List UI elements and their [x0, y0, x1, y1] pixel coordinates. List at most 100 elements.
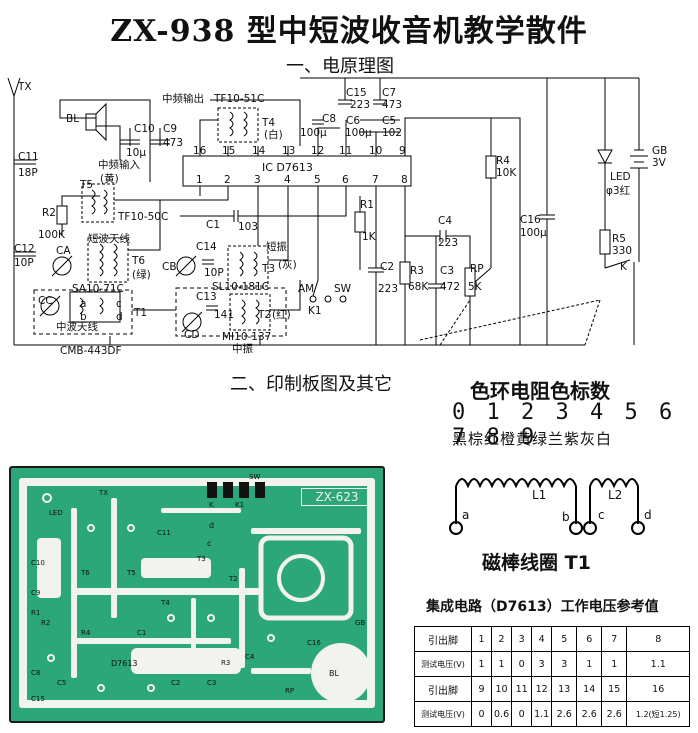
label-sa1071c: SA10-71C — [72, 283, 124, 295]
table-cell: 0 — [471, 701, 492, 727]
label-c7: C7 — [382, 87, 397, 99]
label-c9-value: 473 — [163, 137, 184, 149]
color-code-digits: 0 1 2 3 4 5 6 7 8 9 — [452, 400, 677, 450]
pcb-label-t5: T5 — [127, 569, 136, 577]
label-c4: C4 — [438, 215, 453, 227]
pcb-speaker-area — [311, 643, 371, 703]
label-t5: T5 — [80, 179, 94, 191]
label-pin-d: d — [116, 311, 123, 323]
table-row: 引出脚 9 10 11 12 13 14 15 16 — [414, 676, 691, 702]
pcb-label-r1: R1 — [31, 609, 41, 617]
pcb-label-c4: C4 — [245, 653, 255, 661]
label-c3-value: 472 — [440, 281, 461, 293]
table-cell: 1.1 — [626, 651, 691, 677]
pcb-label-bl: BL — [329, 669, 339, 678]
band-switch-k1 — [309, 295, 317, 303]
ic-pin-16: 16 — [193, 145, 207, 157]
label-c15-value: 223 — [350, 99, 371, 111]
t2-transformer — [229, 293, 271, 331]
table-cell: 0 — [511, 651, 533, 677]
table-cell: 6 — [576, 626, 603, 652]
label-tx: TX — [18, 81, 32, 93]
pcb-traces — [19, 478, 375, 708]
coil-l2-winding — [589, 478, 639, 489]
coil-l1-winding — [455, 478, 577, 489]
table-cell: 4 — [531, 626, 553, 652]
table-cell: 引出脚 — [414, 676, 472, 702]
label-pin-b: b — [80, 311, 87, 323]
label-gb: GB — [652, 145, 668, 157]
r1-resistor — [354, 211, 366, 233]
ic-pin-12: 12 — [311, 145, 325, 157]
section-pcb-heading: 二、印制板图及其它 — [230, 374, 392, 395]
table-cell: 7 — [601, 626, 628, 652]
ic-pin-4: 4 — [284, 174, 291, 186]
label-c10-value: 10μ — [126, 147, 147, 159]
pcb-label-c10: C10 — [31, 559, 45, 567]
label-k: K — [620, 261, 627, 273]
t3-transformer — [227, 245, 269, 287]
ic-label: IC D7613 — [262, 161, 313, 174]
label-r2-value: 100K — [38, 229, 65, 241]
label-c14: C14 — [196, 241, 217, 253]
label-t5-color: (黄) — [100, 173, 119, 185]
coil-label-c: c — [598, 508, 605, 522]
mw-osc-box — [175, 287, 287, 337]
coil-label-b: b — [562, 510, 570, 524]
table-cell: 2.6 — [576, 701, 603, 727]
pcb-label-c11: C11 — [157, 529, 171, 537]
table-cell: 1 — [576, 651, 603, 677]
pcb-label-k: K — [209, 501, 214, 509]
label-t2-color: (红) — [272, 309, 291, 321]
label-mw-antenna: 中波天线 — [56, 321, 98, 333]
table-cell: 1 — [471, 626, 492, 652]
table-cell: 5 — [551, 626, 578, 652]
label-c5: C5 — [382, 115, 397, 127]
label-t3: T3 — [262, 263, 276, 275]
label-t6-color: (绿) — [132, 269, 151, 281]
label-c2-value: 223 — [378, 283, 399, 295]
pcb-label-t2: T2 — [229, 575, 238, 583]
label-c12: C12 — [14, 243, 35, 255]
page-title: ZX-938 型中短波收音机教学散件 — [110, 14, 588, 49]
ic-pin-7: 7 — [372, 174, 379, 186]
table-cell: 14 — [576, 676, 603, 702]
ic-pin-5: 5 — [314, 174, 321, 186]
label-c16-value: 100μ — [520, 227, 547, 239]
label-c4-value: 223 — [438, 237, 459, 249]
ic-pin-15: 15 — [222, 145, 236, 157]
led-symbol — [597, 149, 613, 165]
table-cell: 1.1 — [531, 701, 553, 727]
label-c9: C9 — [163, 123, 178, 135]
coil-t1-diagram — [449, 478, 645, 535]
pcb-label-d7613: D7613 — [111, 659, 138, 668]
table-cell: 0.6 — [490, 701, 513, 727]
table-cell: 16 — [626, 676, 691, 702]
ic-pin-2: 2 — [224, 174, 231, 186]
label-c6: C6 — [346, 115, 361, 127]
voltage-table-title: 集成电路（D7613）工作电压参考值 — [426, 599, 659, 615]
mw-tuning-box — [33, 289, 133, 335]
table-cell: 8 — [626, 626, 691, 652]
label-cc: CC — [38, 295, 53, 307]
label-r2: R2 — [42, 207, 56, 219]
label-gb-value: 3V — [652, 157, 666, 169]
label-cd: CD — [184, 329, 200, 341]
table-cell: 测试电压(V) — [414, 701, 472, 727]
label-mi10137: MI10-137 — [222, 331, 272, 343]
pcb-label-tx: TX — [99, 489, 109, 497]
color-code-title: 色环电阻色标数 — [470, 379, 610, 403]
pcb-label-c8: C8 — [31, 669, 41, 677]
color-code-names: 黑棕红橙黄绿兰紫灰白 — [452, 430, 613, 448]
pcb-label-c3: C3 — [207, 679, 217, 687]
table-cell: 3 — [511, 626, 533, 652]
pcb-label-rp: RP — [285, 687, 295, 695]
table-cell: 2.6 — [551, 701, 578, 727]
label-r1-value: 1K — [362, 231, 376, 243]
pcb-label-r4: R4 — [81, 629, 91, 637]
pcb-label-c15: C15 — [31, 695, 45, 703]
table-row: 测试电压(V) 1 1 0 3 3 1 1 1.1 — [414, 651, 691, 677]
cb-variable-capacitor — [176, 256, 196, 276]
battery-symbol — [630, 78, 648, 262]
table-cell: 1 — [490, 651, 513, 677]
